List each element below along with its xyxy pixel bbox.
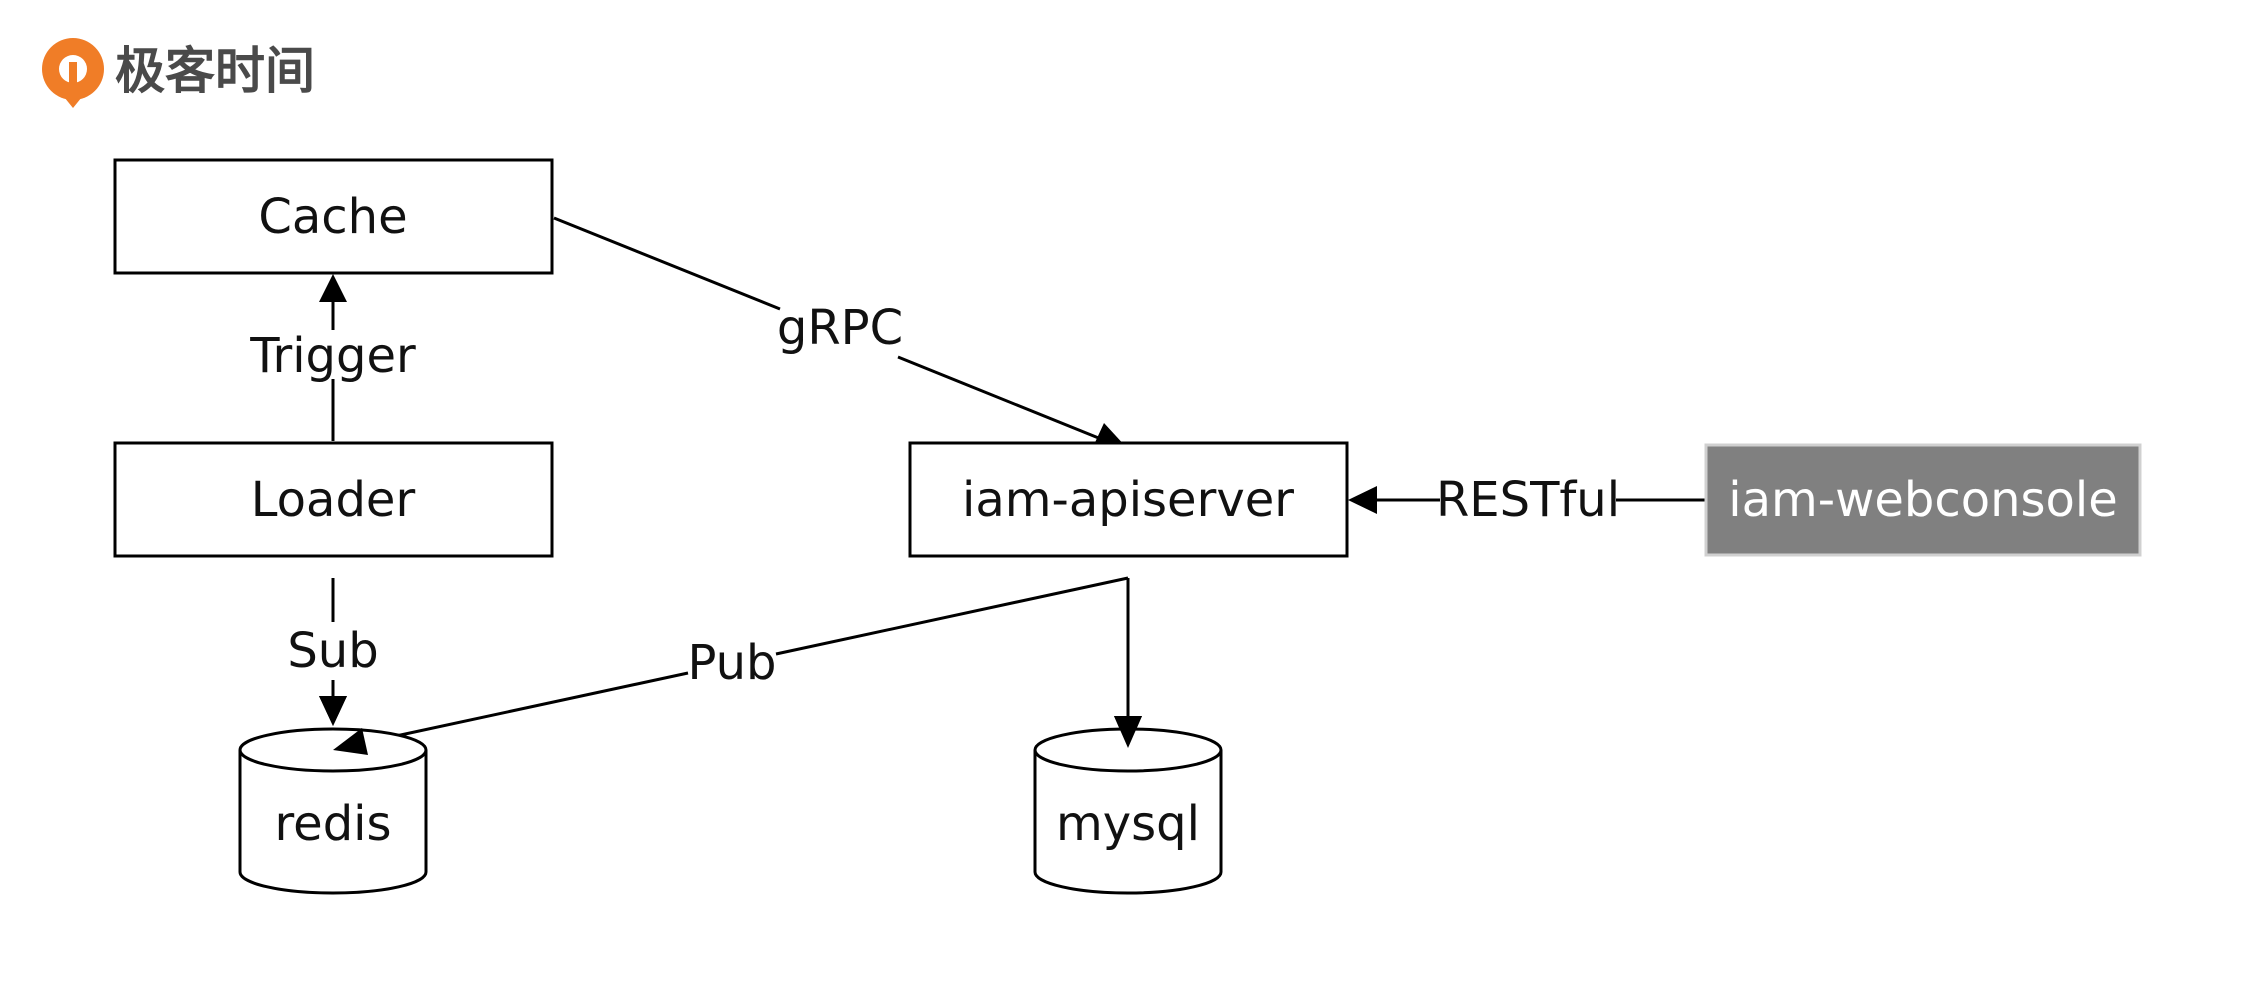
redis-database: redis	[238, 727, 428, 895]
cache-label: Cache	[258, 189, 407, 245]
redis-label: redis	[274, 796, 391, 852]
apiserver-node: iam-apiserver	[908, 441, 1349, 558]
geektime-logo: 极客时间	[42, 38, 315, 108]
geektime-logo-text: 极客时间	[115, 42, 315, 100]
geektime-logo-icon	[42, 38, 104, 108]
trigger-label: Trigger	[249, 328, 416, 384]
loader-node: Loader	[113, 441, 554, 558]
cache-node: Cache	[113, 158, 554, 275]
pub-label: Pub	[688, 635, 777, 691]
mysql-label: mysql	[1056, 796, 1200, 852]
apiserver-label: iam-apiserver	[962, 472, 1294, 528]
webconsole-label: iam-webconsole	[1728, 472, 2118, 528]
mysql-database: mysql	[1033, 727, 1223, 895]
webconsole-node: iam-webconsole	[1704, 443, 2142, 557]
loader-label: Loader	[251, 472, 416, 528]
grpc-label: gRPC	[777, 300, 903, 356]
sub-label: Sub	[287, 623, 378, 679]
restful-label: RESTful	[1436, 472, 1620, 528]
edge-loader-to-cache	[319, 274, 347, 441]
edge-webconsole-to-apiserver	[1348, 486, 1708, 514]
